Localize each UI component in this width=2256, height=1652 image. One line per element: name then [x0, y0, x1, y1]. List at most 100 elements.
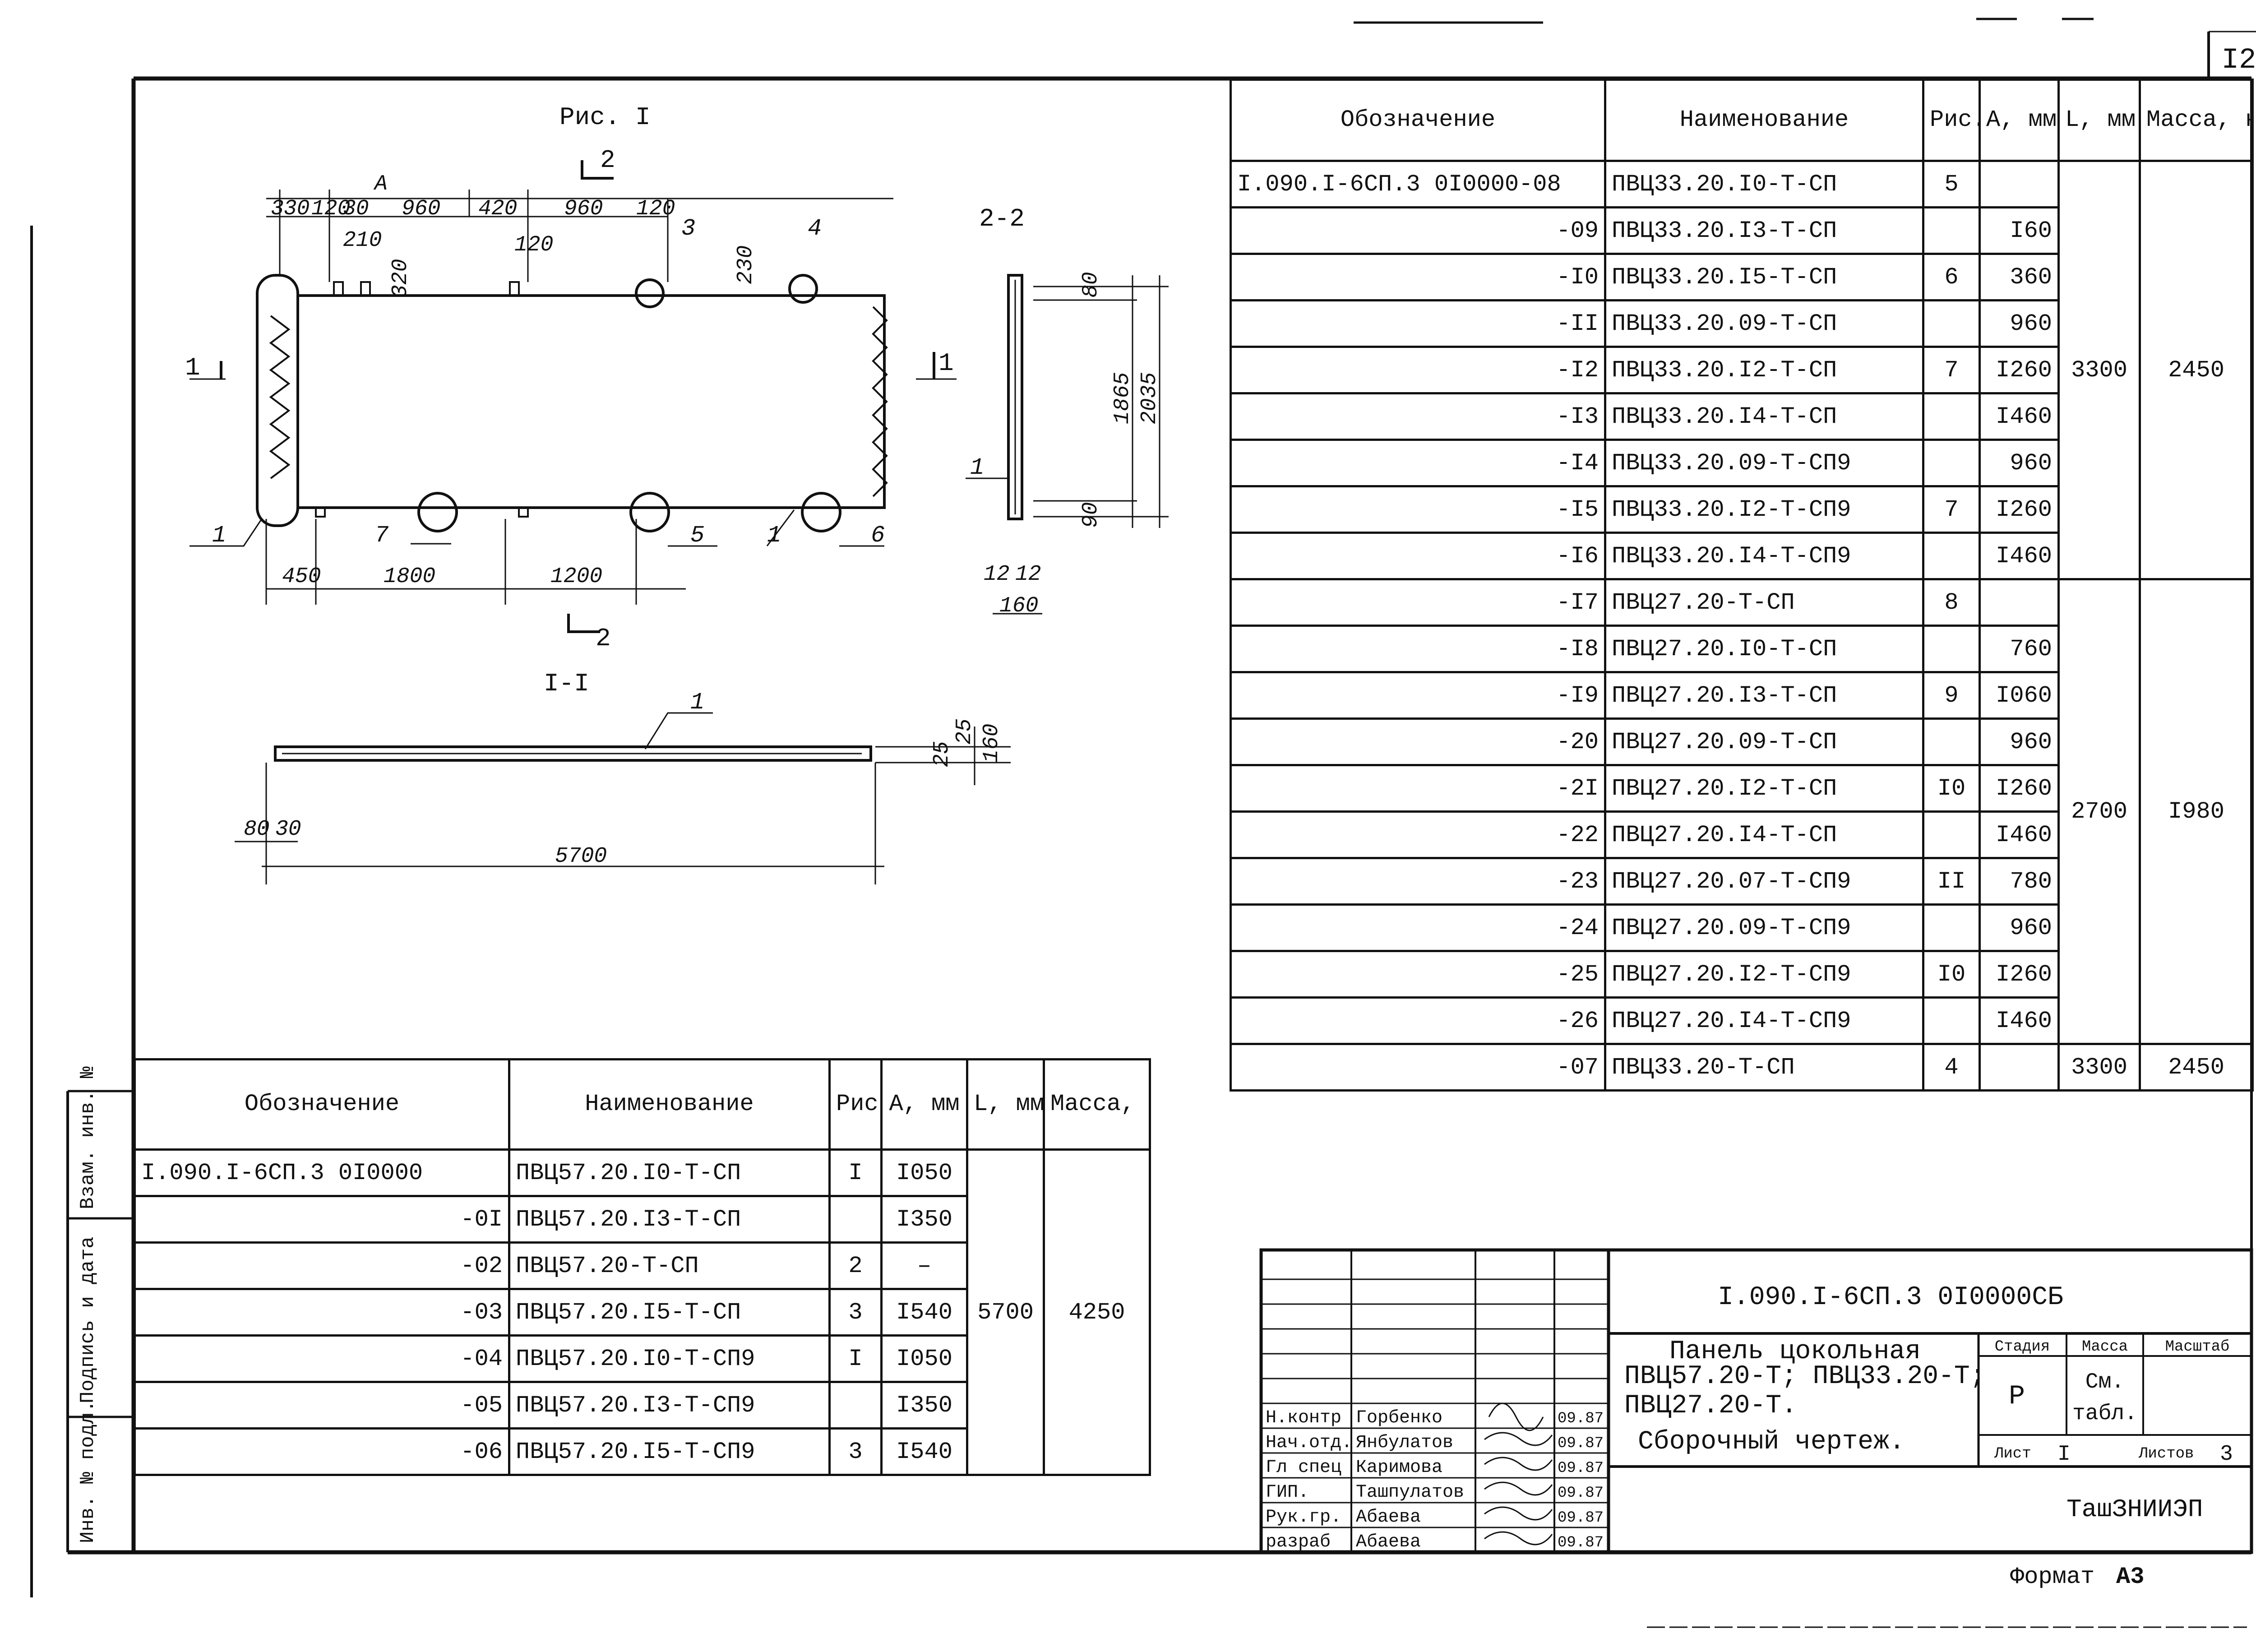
- document-code: I.090.I-6СП.3 0I0000СБ: [1718, 1283, 2063, 1312]
- cell-a: I460: [1979, 810, 2060, 859]
- cell-fig: [1922, 625, 1981, 673]
- cell-designation: -I5: [1230, 485, 1606, 534]
- dim-120c: 120: [514, 233, 553, 257]
- title-line-2: ПВЦ57.20-Т; ПВЦ33.20-Т;: [1624, 1362, 1986, 1391]
- dim-450: 450: [282, 565, 321, 589]
- cell-name: ПВЦ33.20-Т-СП: [1604, 1043, 1924, 1092]
- dim-25b: 25: [952, 718, 977, 745]
- cell-fig: [1922, 206, 1981, 255]
- callout-1-left: 1: [212, 522, 226, 549]
- cell-a: I460: [1979, 532, 2060, 580]
- cell-a: 960: [1979, 717, 2060, 766]
- cell-designation: -26: [1230, 996, 1606, 1045]
- cell-designation: -23: [1230, 857, 1606, 906]
- cell-name: ПВЦ57.20.I3-Т-СП9: [508, 1381, 831, 1430]
- cell-a: 360: [1979, 253, 2060, 301]
- dim-2035: 2035: [1137, 372, 1162, 424]
- dim-160-section: 160: [980, 724, 1004, 763]
- cell-fig: I0: [1922, 950, 1981, 999]
- dim-960a: 960: [402, 197, 440, 221]
- cell-fig: [1922, 903, 1981, 952]
- cell-fig: II: [1922, 857, 1981, 906]
- cell-a: I460: [1979, 996, 2060, 1045]
- dim-30-section: 30: [275, 817, 301, 842]
- cell-name: ПВЦ27.20.I4-Т-СП9: [1604, 996, 1924, 1045]
- cell-fig: 3: [828, 1427, 883, 1476]
- cell-a: 960: [1979, 903, 2060, 952]
- col-fig: Рис.: [1922, 79, 1981, 162]
- cell-name: ПВЦ57.20.I0-Т-СП: [508, 1148, 831, 1197]
- person-date: 09.87: [1558, 1435, 1604, 1452]
- dim-960b: 960: [564, 197, 603, 221]
- cell-name: ПВЦ33.20.I4-Т-СП9: [1604, 532, 1924, 580]
- dim-230: 230: [734, 245, 758, 284]
- cell-fig: [828, 1195, 883, 1244]
- col-mass: Масса, кг: [1043, 1058, 1151, 1151]
- sheet-number: I2: [2222, 44, 2256, 77]
- format-label: Формат: [2010, 1564, 2094, 1590]
- cell-name: ПВЦ57.20-Т-СП: [508, 1241, 831, 1290]
- cell-fig: I0: [1922, 764, 1981, 813]
- callout-4: 4: [808, 215, 822, 242]
- cell-fig: [1922, 996, 1981, 1045]
- dim-330: 330: [271, 197, 310, 221]
- dim-210: 210: [343, 228, 382, 253]
- cut-mark-top: 2: [600, 146, 615, 175]
- cell-a: I260: [1979, 346, 2060, 394]
- col-a: А, мм: [1979, 79, 2060, 162]
- person-role: Рук.гр.: [1266, 1507, 1341, 1527]
- sheets-label: Листов: [2138, 1445, 2194, 1462]
- dim-25a: 25: [930, 741, 954, 767]
- cell-a: 960: [1979, 439, 2060, 487]
- cell-mass: 2450: [2139, 160, 2254, 580]
- cell-name: ПВЦ33.20.09-Т-СП9: [1604, 439, 1924, 487]
- cell-designation: I.090.I-6СП.3 0I0000: [134, 1148, 510, 1197]
- cell-a: I540: [880, 1427, 968, 1476]
- cell-fig: [1922, 717, 1981, 766]
- cell-a: [1979, 160, 2060, 208]
- cell-designation: -09: [1230, 206, 1606, 255]
- person-name: Горбенко: [1356, 1408, 1442, 1428]
- person-role: Нач.отд.: [1266, 1433, 1352, 1453]
- col-l: L, мм: [2057, 79, 2141, 162]
- cell-designation: -I7: [1230, 578, 1606, 627]
- left-margin-labels: Инв. № подл. Подпись и дата Взам. инв. №: [77, 1066, 99, 1543]
- cut-mark-left: 1: [185, 353, 200, 382]
- cell-name: ПВЦ27.20.I2-Т-СП: [1604, 764, 1924, 813]
- dim-80: 80: [1079, 272, 1103, 298]
- cell-fig: 3: [828, 1288, 883, 1337]
- callout-3: 3: [681, 215, 695, 242]
- col-name: Наименование: [1604, 79, 1924, 162]
- cell-fig: [1922, 439, 1981, 487]
- dim-12a: 12: [984, 562, 1010, 587]
- callout-1-bottom: 1: [767, 522, 781, 549]
- cell-a: I60: [1979, 206, 2060, 255]
- section-22-title: 2-2: [979, 204, 1025, 233]
- cell-a: 960: [1979, 299, 2060, 348]
- person-role: разраб: [1266, 1532, 1331, 1552]
- margin-sign-date: Подпись и дата: [77, 1236, 99, 1403]
- dim-12b: 12: [1015, 562, 1041, 587]
- section-22-profile: [1007, 274, 1023, 520]
- cell-designation: -02: [134, 1241, 510, 1290]
- person-date: 09.87: [1558, 1460, 1604, 1477]
- cell-designation: -20: [1230, 717, 1606, 766]
- dim-80-section: 80: [244, 817, 270, 842]
- person-name: Ташпулатов: [1356, 1482, 1464, 1503]
- cell-designation: -2I: [1230, 764, 1606, 813]
- callout-5: 5: [690, 522, 704, 549]
- col-a: А, мм: [880, 1058, 968, 1151]
- cell-designation: -I3: [1230, 392, 1606, 441]
- sheets-value: 3: [2220, 1442, 2233, 1467]
